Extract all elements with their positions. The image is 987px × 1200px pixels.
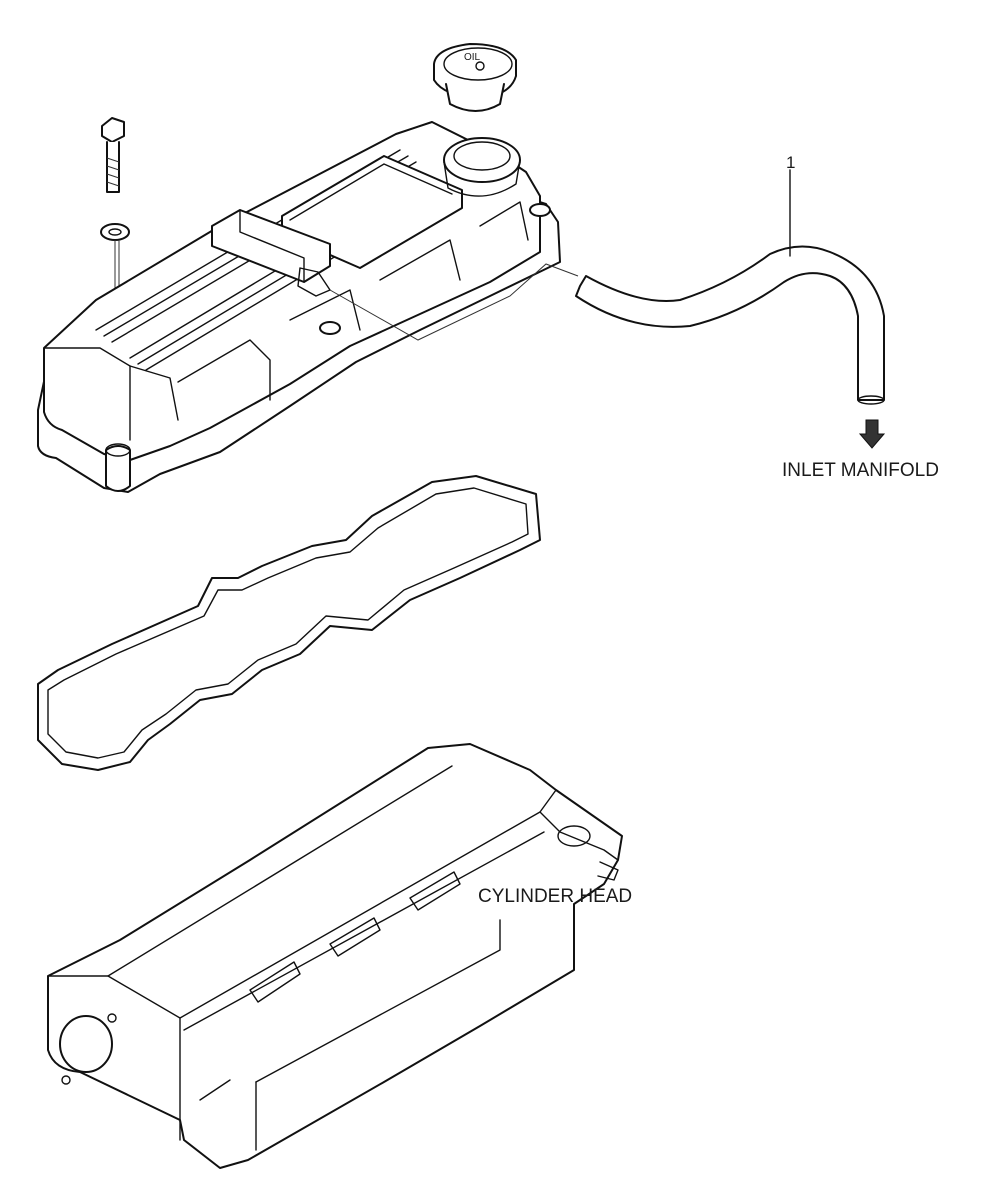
callout-1: 1 (786, 153, 795, 172)
breather-hose: 1 (329, 153, 885, 405)
oil-filler-cap: OIL (433, 43, 517, 112)
down-arrow-icon (858, 419, 886, 449)
bolt (101, 117, 125, 193)
gasket (37, 475, 541, 771)
inlet-manifold-label: INLET MANIFOLD (782, 460, 939, 481)
cylinder-head (47, 743, 623, 1169)
rocker-cover (37, 121, 561, 493)
oil-cap-text: OIL (464, 52, 481, 63)
cylinder-head-label: CYLINDER HEAD (478, 886, 632, 907)
